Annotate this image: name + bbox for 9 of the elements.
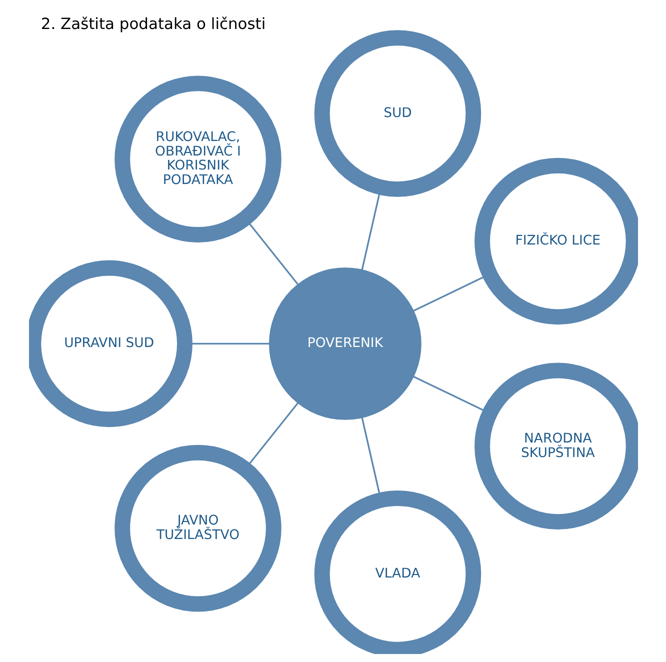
node-circle: JAVNO TUŽILAŠTVO	[114, 444, 281, 612]
node-circle: RUKOVALAC, OBRAĐIVAČ I KORISNIK PODATAKA	[114, 76, 281, 242]
node-circle: SUD	[314, 30, 481, 197]
node-circle: POVERENIK	[268, 267, 421, 420]
node-circle: NARODNA SKUPŠTINA	[474, 362, 638, 530]
node-circle: UPRAVNI SUD	[28, 260, 192, 428]
node-circle: FIZIČKO LICE	[474, 158, 638, 325]
diagram-title: 2. Zaštita podataka o ličnosti	[40, 15, 266, 34]
node-circle: VLADA	[314, 490, 481, 654]
